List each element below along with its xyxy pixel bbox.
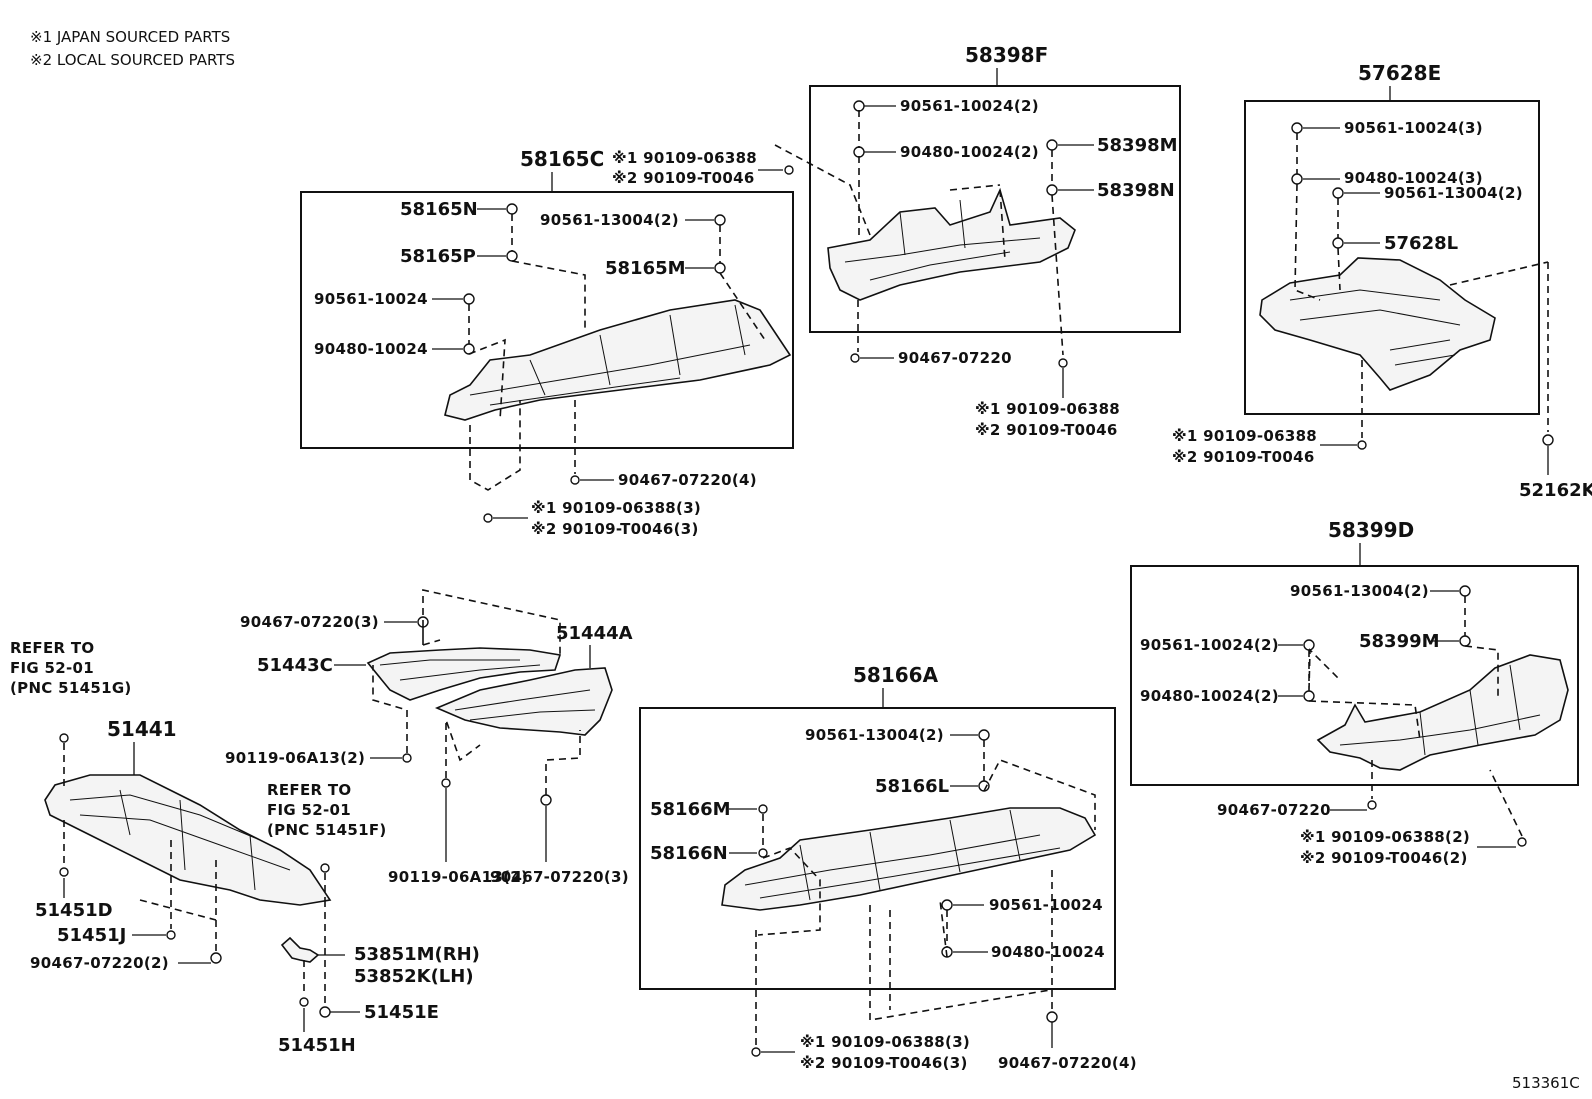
undercover-58399D[interactable] bbox=[1316, 654, 1569, 771]
part-label[interactable]: 90561-10024(3) bbox=[1344, 119, 1483, 137]
part-label[interactable]: 51451E bbox=[364, 1002, 439, 1023]
ref-label[interactable]: REFER TO bbox=[267, 781, 351, 799]
part-label[interactable]: 90480-10024(3) bbox=[1344, 169, 1483, 187]
part-label[interactable]: 90467-07220 bbox=[1217, 801, 1331, 819]
part-label[interactable]: ※2 90109-T0046 bbox=[975, 421, 1118, 439]
part-label[interactable]: 58166N bbox=[650, 843, 728, 864]
ref-label[interactable]: (PNC 51451F) bbox=[267, 821, 387, 839]
part-label[interactable]: ※1 90109-06388 bbox=[1172, 427, 1317, 445]
fastener-icon bbox=[463, 203, 726, 523]
part-label[interactable]: 90467-07220(3) bbox=[240, 613, 379, 631]
part-label[interactable]: 58165P bbox=[400, 246, 476, 267]
part-label[interactable]: 90119-06A13(2) bbox=[225, 749, 365, 767]
group-58399D: 58399D 90561-13004(2) 90561-10024(2) 583… bbox=[1130, 518, 1579, 867]
part-label[interactable]: 51444A bbox=[556, 623, 633, 644]
fastener-icon bbox=[59, 733, 331, 1018]
group-frame bbox=[1244, 100, 1540, 415]
part-label[interactable]: ※2 90109-T0046(3) bbox=[800, 1054, 968, 1072]
group-frame bbox=[639, 707, 1116, 990]
fastener-icon bbox=[1291, 122, 1554, 450]
part-label[interactable]: 51451H bbox=[278, 1035, 356, 1056]
part-label[interactable]: 51443C bbox=[257, 655, 333, 676]
part-label[interactable]: ※1 90109-06388(3) bbox=[800, 1033, 970, 1051]
part-label[interactable]: 90480-10024(2) bbox=[1140, 687, 1279, 705]
part-label[interactable]: 58398N bbox=[1097, 180, 1175, 201]
undercover-51441[interactable] bbox=[44, 774, 332, 906]
group-58166A: 58166A 90561-13004(2) 58166L 58166M 5816… bbox=[639, 663, 1137, 1072]
part-label[interactable]: 51451D bbox=[35, 900, 113, 921]
part-label[interactable]: 90561-13004(2) bbox=[540, 211, 679, 229]
legend-local: ※2 LOCAL SOURCED PARTS bbox=[30, 51, 235, 69]
group-title[interactable]: 58399D bbox=[1328, 518, 1414, 542]
part-label[interactable]: 90561-10024(2) bbox=[900, 97, 1039, 115]
fastener-icon bbox=[751, 729, 1058, 1057]
legend-japan: ※1 JAPAN SOURCED PARTS bbox=[30, 28, 230, 46]
part-label[interactable]: 52162K bbox=[1519, 480, 1592, 501]
part-label[interactable]: 58166M bbox=[650, 799, 731, 820]
part-label[interactable]: ※1 90109-06388(3) bbox=[531, 499, 701, 517]
group-58165C: ※1 90109-06388 ※2 90109-T0046 58165C 581… bbox=[300, 147, 794, 538]
part-label[interactable]: 57628L bbox=[1384, 233, 1458, 254]
part-label[interactable]: 90480-10024(2) bbox=[900, 143, 1039, 161]
undercover-58398F[interactable] bbox=[827, 187, 1076, 301]
group-title[interactable]: 58166A bbox=[853, 663, 939, 687]
undercover-57628E[interactable] bbox=[1259, 257, 1496, 391]
part-label[interactable]: ※1 90109-06388 bbox=[612, 149, 757, 167]
figure-id: 513361C bbox=[1512, 1074, 1580, 1092]
part-label[interactable]: 90119-06A13(2) bbox=[388, 868, 528, 886]
part-label[interactable]: ※1 90109-06388 bbox=[975, 400, 1120, 418]
group-57628E: 57628E 90561-10024(3) 90480-10024(3) 905… bbox=[1172, 61, 1592, 501]
part-label[interactable]: 90467-07220 bbox=[898, 349, 1012, 367]
group-58398F: 58398F 90561-10024(2) 90480-10024(2) 583… bbox=[774, 43, 1181, 439]
part-label[interactable]: ※2 90109-T0046 bbox=[1172, 448, 1315, 466]
part-label[interactable]: 58165M bbox=[605, 258, 686, 279]
part-label[interactable]: 90467-07220(4) bbox=[618, 471, 757, 489]
ref-label[interactable]: (PNC 51451G) bbox=[10, 679, 132, 697]
shield-51444A[interactable] bbox=[434, 667, 613, 736]
fastener-icon bbox=[1303, 585, 1527, 847]
undercover-58166A[interactable] bbox=[721, 807, 1097, 911]
undercover-58165C[interactable] bbox=[444, 299, 792, 421]
group-title[interactable]: 58398F bbox=[965, 43, 1048, 67]
part-label[interactable]: 90561-10024 bbox=[989, 896, 1103, 914]
group-51441: REFER TO FIG 52-01 (PNC 51451G) 51441 RE… bbox=[10, 639, 480, 1056]
part-label[interactable]: 90480-10024 bbox=[314, 340, 428, 358]
part-label[interactable]: 58166L bbox=[875, 776, 949, 797]
part-label[interactable]: 90480-10024 bbox=[991, 943, 1105, 961]
part-label[interactable]: 90467-07220(3) bbox=[490, 868, 629, 886]
part-label[interactable]: 58165N bbox=[400, 199, 478, 220]
part-label[interactable]: 51451J bbox=[57, 925, 126, 946]
part-label[interactable]: 90561-13004(2) bbox=[805, 726, 944, 744]
bracket-53851M[interactable] bbox=[280, 936, 320, 963]
part-label[interactable]: 90561-10024(2) bbox=[1140, 636, 1279, 654]
part-label[interactable]: 58398M bbox=[1097, 135, 1178, 156]
part-label[interactable]: ※2 90109-T0046(2) bbox=[1300, 849, 1468, 867]
part-label[interactable]: ※2 90109-T0046(3) bbox=[531, 520, 699, 538]
ref-label[interactable]: FIG 52-01 bbox=[267, 801, 351, 819]
ref-label[interactable]: REFER TO bbox=[10, 639, 94, 657]
group-frame bbox=[1130, 565, 1579, 786]
part-label[interactable]: 58399M bbox=[1359, 631, 1440, 652]
group-title[interactable]: 51441 bbox=[107, 717, 177, 741]
part-label[interactable]: ※2 90109-T0046 bbox=[612, 169, 755, 187]
part-label[interactable]: 90561-13004(2) bbox=[1384, 184, 1523, 202]
group-5144: 90467-07220(3) 51444A 51443C 90119-06A13… bbox=[225, 589, 633, 886]
part-label[interactable]: 90561-13004(2) bbox=[1290, 582, 1429, 600]
group-frame bbox=[809, 85, 1181, 333]
ref-label[interactable]: FIG 52-01 bbox=[10, 659, 94, 677]
group-frame bbox=[300, 191, 794, 449]
legend: ※1 JAPAN SOURCED PARTS ※2 LOCAL SOURCED … bbox=[30, 28, 235, 69]
group-title[interactable]: 58165C bbox=[520, 147, 604, 171]
part-label[interactable]: 90467-07220(4) bbox=[998, 1054, 1137, 1072]
group-title[interactable]: 57628E bbox=[1358, 61, 1441, 85]
part-label[interactable]: 90467-07220(2) bbox=[30, 954, 169, 972]
part-label[interactable]: 90561-10024 bbox=[314, 290, 428, 308]
part-label[interactable]: 53852K(LH) bbox=[354, 966, 474, 987]
part-label[interactable]: 53851M(RH) bbox=[354, 944, 480, 965]
part-label[interactable]: ※1 90109-06388(2) bbox=[1300, 828, 1470, 846]
